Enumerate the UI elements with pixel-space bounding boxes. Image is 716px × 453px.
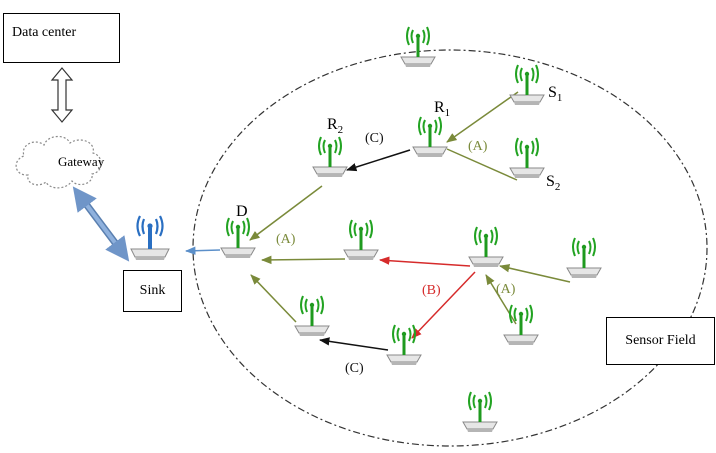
sensor-node-icon <box>462 391 498 433</box>
route-a-right-hub <box>498 264 571 283</box>
sensor-node-icon <box>386 324 422 366</box>
sensor-node-icon <box>343 219 379 261</box>
sensor-node-icon <box>294 295 330 337</box>
route-a-label-mid: (A) <box>276 232 296 247</box>
route-a-s1-r1 <box>446 91 519 143</box>
gateway-label: Gateway <box>58 154 105 169</box>
datacenter-gateway-link <box>50 67 74 123</box>
gateway-cloud-icon <box>15 135 102 189</box>
gateway-sink-link <box>72 186 130 262</box>
route-a-r2-d <box>249 185 323 241</box>
sensor-node-icon <box>566 237 602 279</box>
sensor-node-icon <box>412 116 448 158</box>
node-s1-label: S1 <box>548 84 562 104</box>
sensor-node-icon <box>312 136 348 178</box>
route-b-hub-low <box>411 271 476 339</box>
route-a-label-upper: (A) <box>468 139 488 154</box>
sensor-field-boundary <box>192 49 708 447</box>
sensor-field-label: Sensor Field <box>625 333 696 348</box>
sensor-node-icon <box>400 26 436 68</box>
node-r2-label: R2 <box>327 116 343 136</box>
route-c-label-upper: (C) <box>365 131 384 146</box>
route-a-label-lower: (A) <box>496 282 516 297</box>
node-s2-label: S2 <box>546 173 560 193</box>
sensor-node-icon <box>220 217 256 259</box>
route-b-label: (B) <box>422 283 441 298</box>
sink-node-icon <box>129 214 171 262</box>
data-center-label: Data center <box>12 25 77 40</box>
sensor-node-icon <box>509 64 545 106</box>
node-d-label: D <box>236 203 248 220</box>
sensor-node-icon <box>509 137 545 179</box>
route-a-mid-d <box>260 255 346 265</box>
node-r1-label: R1 <box>434 99 450 119</box>
route-c-low <box>318 337 389 351</box>
sink-box: Sink <box>123 270 182 312</box>
route-c-label-lower: (C) <box>345 361 364 376</box>
d-to-sink-arrow <box>184 246 221 255</box>
data-center-box: Data center <box>3 13 120 63</box>
sensor-node-icon <box>468 226 504 268</box>
sensor-node-icon <box>503 304 539 346</box>
route-c-r1-r2 <box>345 149 411 172</box>
sink-label: Sink <box>139 283 166 298</box>
route-a-s2-r1 <box>446 148 518 181</box>
sensor-field-box: Sensor Field <box>606 317 715 365</box>
route-b-hub-mid <box>378 256 471 267</box>
route-a-low-d <box>250 274 297 323</box>
